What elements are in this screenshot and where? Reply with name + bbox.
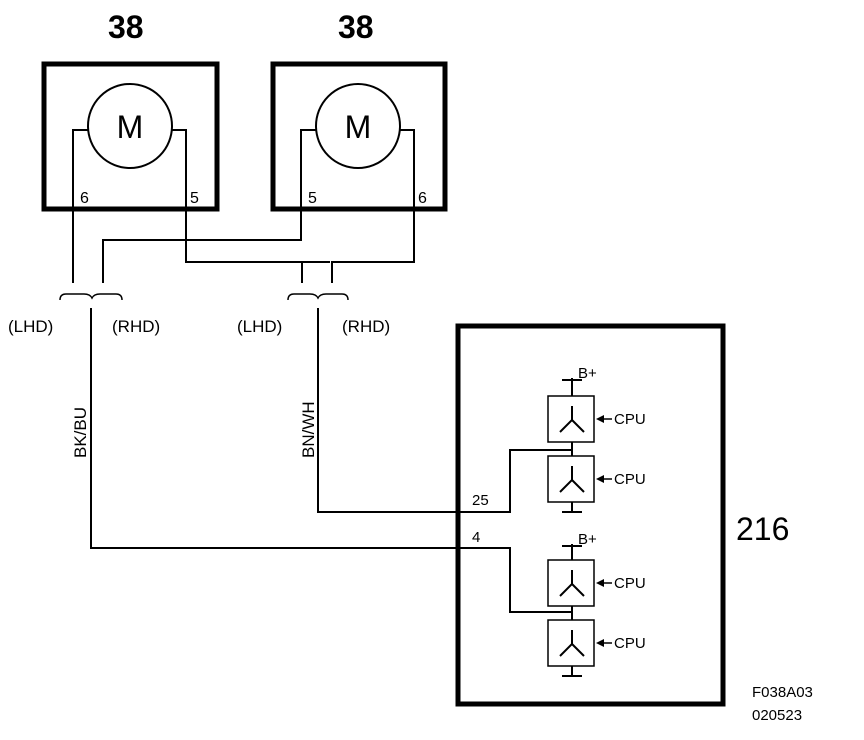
motor-right-lead-6 bbox=[331, 129, 415, 283]
motor-left-ref: 38 bbox=[108, 9, 144, 45]
module-pin-25: 25 bbox=[472, 492, 489, 509]
switch-low-upper-symbol bbox=[559, 466, 585, 493]
cpu-arrow-head-2 bbox=[596, 475, 604, 483]
switch-high-lower-symbol bbox=[559, 570, 585, 597]
motor-left-lead-5 bbox=[172, 129, 330, 263]
wire-bk-bu bbox=[90, 308, 572, 613]
motor-left-housing bbox=[41, 61, 220, 212]
motor-left-circle bbox=[87, 83, 173, 169]
option-right-lhd: (LHD) bbox=[237, 317, 282, 336]
option-right-rhd: (RHD) bbox=[342, 317, 390, 336]
switch-pair-lower: B+ CPU CPU bbox=[547, 531, 646, 677]
option-left-lhd: (LHD) bbox=[8, 317, 53, 336]
wire-bn-wh bbox=[317, 308, 572, 513]
motor-right-ref: 38 bbox=[338, 9, 374, 45]
option-left-rhd: (RHD) bbox=[112, 317, 160, 336]
brace-right bbox=[287, 293, 349, 301]
motor-right-pin-left: 5 bbox=[308, 190, 317, 207]
figure-code-line1: F038A03 bbox=[752, 684, 813, 701]
cpu-label-4: CPU bbox=[614, 635, 646, 652]
cpu-arrow-head-1 bbox=[596, 415, 604, 423]
motor-left-pin-right: 5 bbox=[190, 190, 199, 207]
control-module: 216 25 4 B+ CPU CPU B+ bbox=[455, 323, 789, 707]
switch-pair-upper: B+ CPU CPU bbox=[547, 365, 646, 513]
switch-low-lower-symbol bbox=[559, 630, 585, 657]
motor-left-lead-6 bbox=[72, 129, 88, 262]
motor-right-housing bbox=[270, 61, 448, 212]
motor-left-symbol: M bbox=[117, 109, 144, 145]
supply-label-upper: B+ bbox=[578, 365, 597, 382]
cpu-arrow-head-4 bbox=[596, 639, 604, 647]
motor-left: M 6 5 bbox=[41, 61, 330, 263]
motor-right-circle bbox=[315, 83, 401, 169]
motor-right: M 5 6 bbox=[102, 61, 448, 283]
cpu-label-3: CPU bbox=[614, 575, 646, 592]
control-module-housing bbox=[455, 323, 726, 707]
motor-right-lead-5 bbox=[102, 129, 316, 283]
module-pin-4: 4 bbox=[472, 529, 480, 546]
motor-left-pin-left: 6 bbox=[80, 190, 89, 207]
cpu-arrow-head-3 bbox=[596, 579, 604, 587]
wire-label-bk-bu: BK/BU bbox=[71, 407, 90, 458]
motor-right-symbol: M bbox=[345, 109, 372, 145]
cpu-label-1: CPU bbox=[614, 411, 646, 428]
motor-right-pin-right: 6 bbox=[418, 190, 427, 207]
wire-label-bn-wh: BN/WH bbox=[299, 401, 318, 458]
switch-high-upper-symbol bbox=[559, 406, 585, 433]
cpu-label-2: CPU bbox=[614, 471, 646, 488]
control-module-ref: 216 bbox=[736, 511, 789, 547]
brace-left bbox=[59, 293, 123, 301]
figure-code-line2: 020523 bbox=[752, 707, 802, 724]
supply-label-lower: B+ bbox=[578, 531, 597, 548]
